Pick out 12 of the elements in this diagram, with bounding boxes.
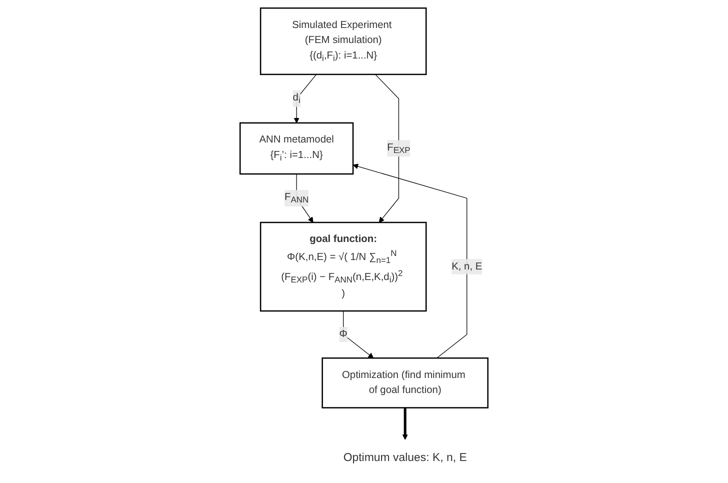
edge-label: F$_{EXP}$ [387, 142, 410, 154]
node-box: Simulated Experiment (FEM simulation) {(d$_{i}$,F$_{i}$): i=1...N} [260, 6, 427, 75]
node-box: ANN metamodel {F$_{i}$’: i=1...N} [239, 122, 354, 174]
node-text: Optimum values: K, n, E [343, 450, 467, 464]
edge-label: K, n, E [452, 260, 482, 272]
edge-label: d$_{i}$ [292, 92, 300, 105]
edge-label: Φ [339, 328, 348, 340]
arrow [402, 407, 408, 440]
arrow [352, 163, 468, 358]
node-box: Optimization (find minimum of goal function) [322, 356, 489, 408]
arrow [375, 74, 400, 222]
edge-label: F$_{ANN}$ [284, 191, 309, 204]
